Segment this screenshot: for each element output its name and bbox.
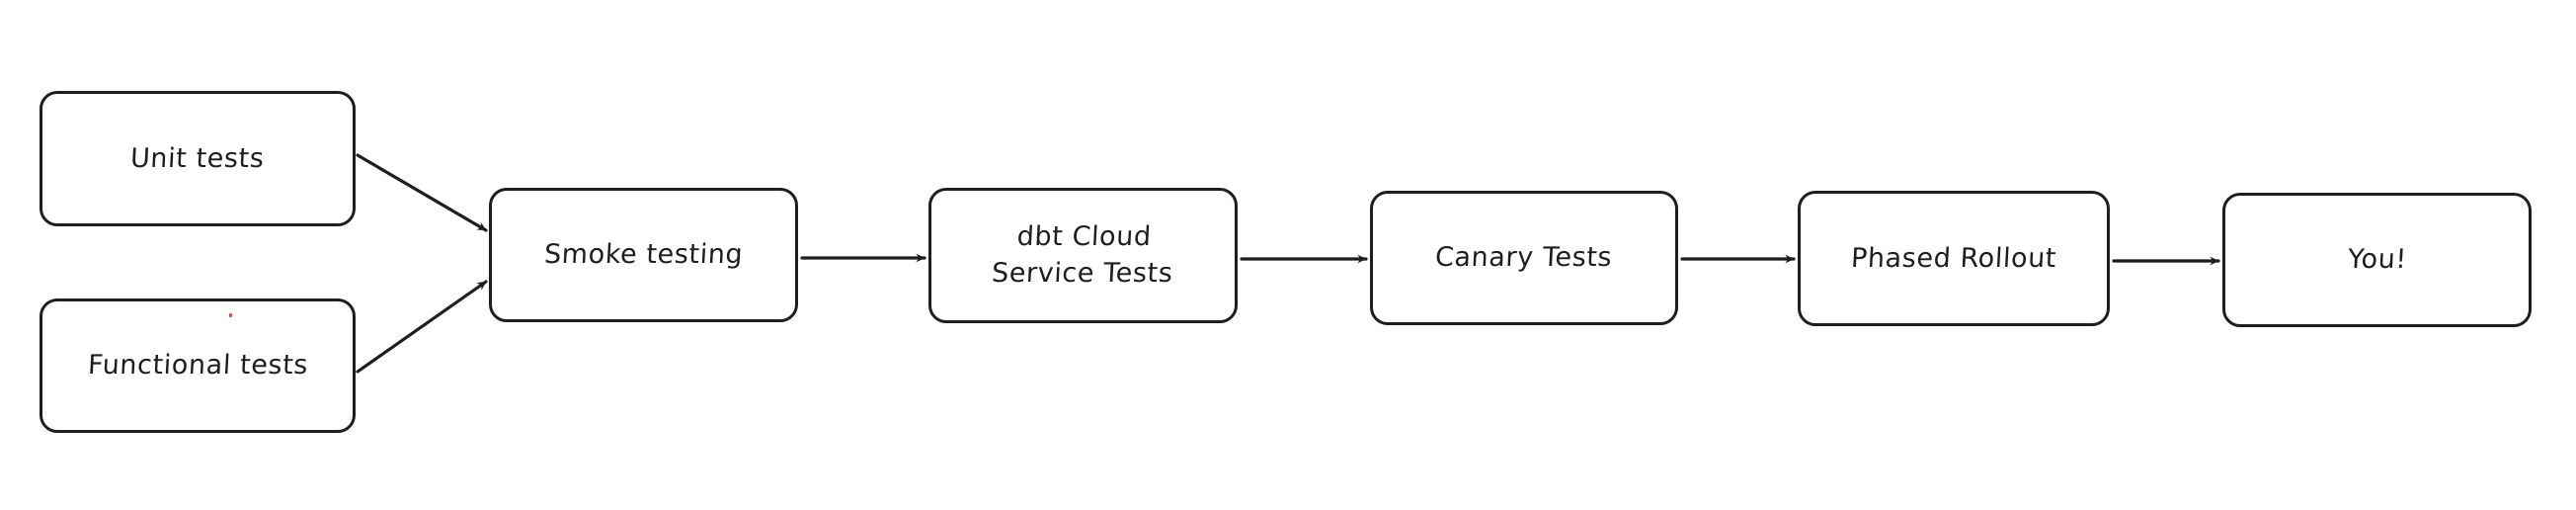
node-smoke-testing[interactable]: Smoke testing: [489, 188, 798, 322]
node-canary-tests[interactable]: Canary Tests: [1370, 191, 1678, 325]
edge-functional-to-smoke: [356, 280, 488, 374]
edge-unit-to-smoke: [356, 153, 488, 232]
node-dbt-cloud-service-tests[interactable]: dbt Cloud Service Tests: [928, 188, 1238, 323]
node-label-you: You!: [2346, 244, 2408, 276]
node-unit-tests[interactable]: Unit tests: [40, 91, 356, 226]
node-label-smoke-testing: Smoke testing: [543, 239, 744, 271]
node-label-phased-rollout: Phased Rollout: [1850, 242, 2057, 274]
node-you[interactable]: You!: [2222, 193, 2532, 327]
artifact-red-dot: [229, 313, 232, 317]
node-label-unit-tests: Unit tests: [129, 142, 266, 174]
node-label-dbt-cloud-service-tests: dbt Cloud Service Tests: [991, 221, 1174, 290]
node-functional-tests[interactable]: Functional tests: [40, 298, 356, 433]
node-phased-rollout[interactable]: Phased Rollout: [1798, 191, 2110, 326]
node-label-functional-tests: Functional tests: [86, 350, 309, 382]
node-label-canary-tests: Canary Tests: [1434, 242, 1614, 274]
